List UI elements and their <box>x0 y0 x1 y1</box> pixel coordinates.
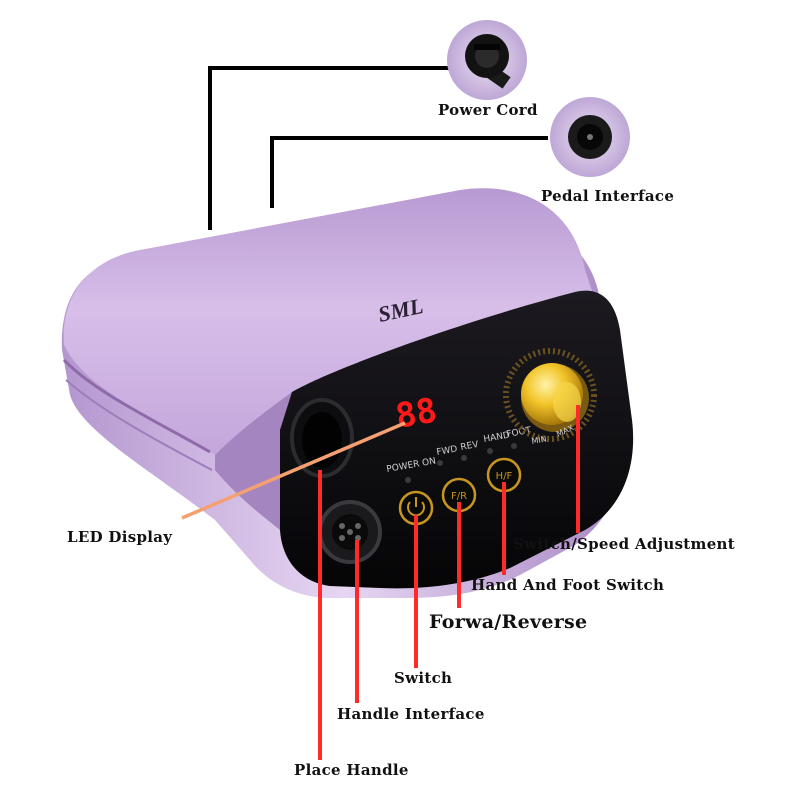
power-cord-label: Power Cord <box>438 101 538 119</box>
power-cord-icon <box>447 20 527 100</box>
switch-label: Switch <box>394 669 453 687</box>
indicator-leds <box>405 443 517 483</box>
handle-socket <box>318 500 382 564</box>
power-switch-button[interactable] <box>398 490 434 526</box>
pedal-socket-icon <box>550 97 630 177</box>
hand-foot-button[interactable]: H/F <box>486 457 522 493</box>
led-display-pointer <box>181 421 406 520</box>
pedal-interface-label: Pedal Interface <box>541 187 675 205</box>
hand-foot-switch-label: Hand And Foot Switch <box>471 576 665 594</box>
speed-adjustment-label: Switch/Speed Adjustment <box>513 535 735 553</box>
led-display: 88 <box>393 390 440 437</box>
rev-indicator-label: REV <box>460 440 480 453</box>
place-handle-label: Place Handle <box>294 761 409 779</box>
power-cord-leader <box>208 66 452 230</box>
knob-min-label: MIN <box>531 434 548 446</box>
led-display-label: LED Display <box>67 528 173 546</box>
hand-foot-button-label: H/F <box>496 471 513 482</box>
hand-indicator-label: HAND <box>483 430 511 444</box>
pedal-interface-leader <box>270 136 548 208</box>
forward-reverse-button-label: F/R <box>451 491 467 502</box>
forward-reverse-label: Forwa/Reverse <box>429 611 588 633</box>
fwd-indicator-label: FWD <box>436 444 458 458</box>
handle-holder <box>290 398 354 478</box>
handle-interface-label: Handle Interface <box>337 705 485 723</box>
speed-knob[interactable] <box>503 348 597 442</box>
